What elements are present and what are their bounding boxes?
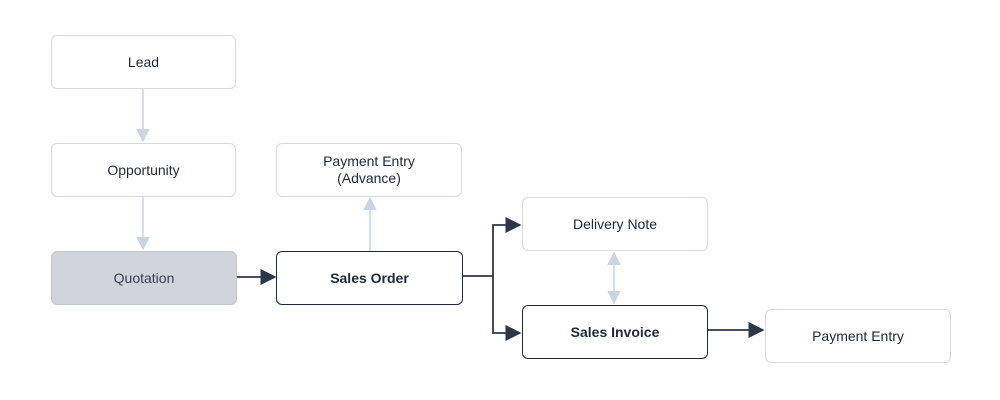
- node-payment-entry-label: Payment Entry: [812, 327, 904, 344]
- node-sales-order-label: Sales Order: [330, 269, 409, 286]
- node-delivery-note-label: Delivery Note: [572, 215, 658, 232]
- node-payment-entry-advance-label: Payment Entry (Advance): [323, 153, 415, 186]
- node-quotation[interactable]: Quotation: [51, 251, 237, 305]
- node-payment-entry-advance[interactable]: Payment Entry (Advance): [276, 143, 462, 197]
- node-opportunity-label: Opportunity: [107, 161, 180, 178]
- node-sales-order[interactable]: Sales Order: [276, 251, 463, 305]
- node-sales-invoice[interactable]: Sales Invoice: [522, 305, 708, 359]
- node-payment-entry[interactable]: Payment Entry: [765, 309, 951, 363]
- node-lead[interactable]: Lead: [51, 35, 236, 89]
- edge-sales-order-delivery-note: [463, 216, 522, 277]
- node-lead-label: Lead: [127, 53, 160, 70]
- node-delivery-note[interactable]: Delivery Note: [522, 197, 708, 251]
- node-quotation-label: Quotation: [113, 269, 175, 286]
- edge-sales-order-sales-invoice: [492, 276, 522, 342]
- node-sales-invoice-label: Sales Invoice: [570, 323, 660, 340]
- node-opportunity[interactable]: Opportunity: [51, 143, 236, 197]
